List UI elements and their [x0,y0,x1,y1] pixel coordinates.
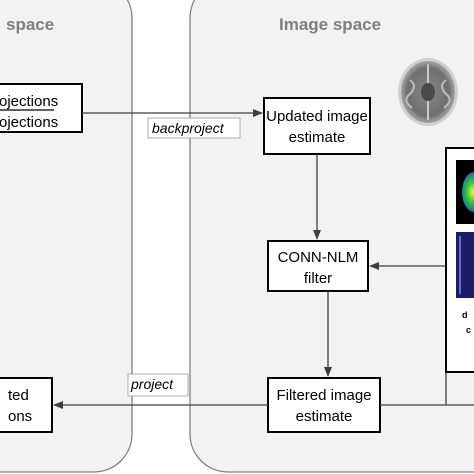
image-space-panel [189,0,474,473]
prior-caption-fragment-2: c [466,325,471,335]
prior-caption-fragment-1: d [462,310,468,320]
ratio-denominator: ojections [0,114,58,131]
updated-image-estimate-line1: Updated image [266,108,368,125]
estimated-projections-box [0,377,53,433]
left-panel-title: space [6,15,54,34]
brain-mri-icon [398,58,458,126]
filtered-image-estimate-line2: estimate [296,408,353,425]
backproject-label-bg [147,117,241,139]
updated-image-estimate-line2: estimate [289,129,346,146]
conn-nlm-filter-line2: filter [304,270,332,287]
project-label: project [130,376,174,392]
ratio-numerator: ojections [0,93,58,110]
updated-image-estimate-box [263,97,371,155]
project-label-bg [127,373,189,397]
prior-pet-map-blob [462,172,474,212]
backproject-label: backproject [152,120,225,136]
right-panel-title: Image space [279,15,381,34]
estimated-projections-line2: ons [8,408,32,425]
conn-nlm-filter-line1: CONN-NLM [278,249,359,266]
measured-over-projected-box [0,83,83,133]
filtered-image-estimate-line1: Filtered image [276,387,371,404]
filtered-image-estimate-box [267,377,381,433]
conn-nlm-filter-box [267,240,369,292]
prior-mr-map-icon [456,232,474,298]
estimated-projections-line1: ted [8,387,29,404]
